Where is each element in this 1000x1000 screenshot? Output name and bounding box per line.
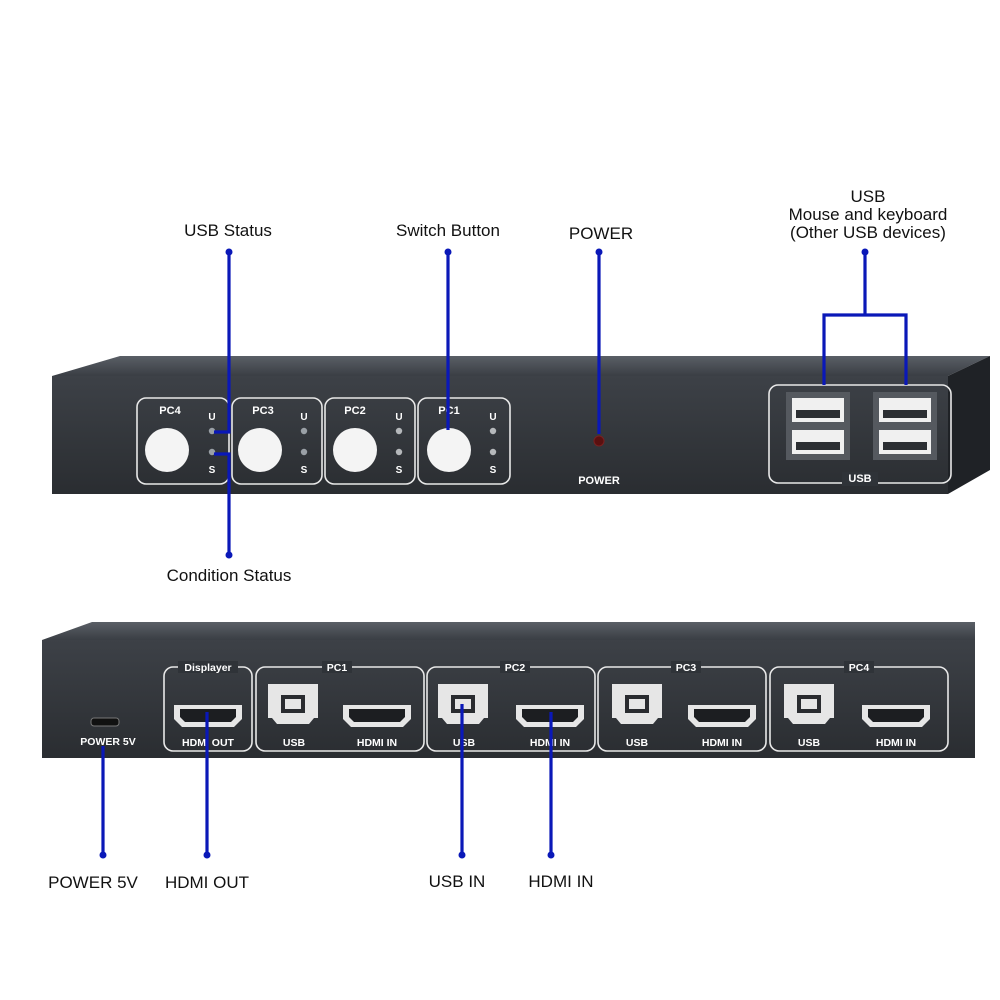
usb-ports-leader: [822, 313, 908, 385]
pc2-label: PC2: [344, 405, 365, 417]
front-device: PC4 U S PC3 U S PC2 U S PC1: [52, 356, 990, 494]
pc3-label: PC3: [252, 405, 273, 417]
pc2-led-u-label: U: [395, 412, 402, 423]
usb-ports-callout-line3: (Other USB devices): [790, 223, 946, 242]
displayer-label: Displayer: [184, 662, 231, 674]
usb-status-callout: USB Status: [184, 221, 272, 240]
pc4-module: PC4 U S: [136, 397, 230, 485]
rear-device: POWER 5V Displayer HDMI OUT PC1 USB HDMI…: [42, 622, 975, 758]
rear-pc3-group: PC3 USB HDMI IN: [597, 661, 767, 752]
pc1-usb-led: [489, 427, 497, 435]
rear-top-surface: [42, 622, 975, 640]
rear-pc2-label: PC2: [505, 662, 526, 674]
pc1-led-s-label: S: [490, 465, 497, 476]
pc2-switch-button[interactable]: [333, 428, 377, 472]
rear-pc4-hdmi-label: HDMI IN: [876, 737, 916, 749]
rear-pc3-hdmi-label: HDMI IN: [702, 737, 742, 749]
pc4-label: PC4: [159, 405, 181, 417]
pc3-status-led: [300, 448, 308, 456]
pc4-usb-led: [208, 427, 216, 435]
power-callout: POWER: [568, 224, 634, 243]
pc3-usb-led: [300, 427, 308, 435]
rear-pc4-usb-label: USB: [798, 737, 821, 749]
rear-pc4-label: PC4: [849, 662, 870, 674]
condition-status-callout: Condition Status: [166, 566, 292, 585]
pc4-led-s-label: S: [209, 465, 216, 476]
rear-pc2-usb-label: USB: [453, 737, 476, 749]
pc1-status-led: [489, 448, 497, 456]
front-power-label: POWER: [578, 475, 620, 487]
pc1-switch-button[interactable]: [427, 428, 471, 472]
pc2-module: PC2 U S: [324, 397, 416, 485]
condition-status-leader: [214, 452, 231, 555]
pc4-status-led: [208, 448, 216, 456]
pc1-led-u-label: U: [489, 412, 496, 423]
usb-status-leader: [214, 252, 231, 434]
rear-pc4-group: PC4 USB HDMI IN: [769, 661, 949, 752]
rear-pc1-label: PC1: [327, 662, 348, 674]
power-led: [593, 435, 605, 447]
rear-pc1-hdmi-label: HDMI IN: [357, 737, 397, 749]
leader-lines: [99, 248, 908, 859]
pc3-led-s-label: S: [301, 465, 308, 476]
pc2-usb-led: [395, 427, 403, 435]
rear-pc3-label: PC3: [676, 662, 697, 674]
front-side: [948, 356, 990, 494]
rear-power-5v-label: POWER 5V: [80, 736, 135, 748]
usb-ports-callout: USB Mouse and keyboard (Other USB device…: [770, 188, 966, 242]
usb-in-callout: USB IN: [428, 872, 486, 891]
pc3-switch-button[interactable]: [238, 428, 282, 472]
rear-pc3-usb-label: USB: [626, 737, 649, 749]
power-5v-port[interactable]: [90, 717, 120, 727]
power-5v-callout: POWER 5V: [48, 873, 138, 892]
rear-pc1-group: PC1 USB HDMI IN: [255, 661, 425, 752]
front-top-surface: [52, 356, 990, 376]
hdmi-out-callout: HDMI OUT: [164, 873, 250, 892]
pc4-led-u-label: U: [208, 412, 215, 423]
pc2-led-s-label: S: [396, 465, 403, 476]
pc3-module: PC3 U S: [231, 397, 323, 485]
pc3-led-u-label: U: [300, 412, 307, 423]
front-usb-block: USB: [768, 384, 952, 486]
hdmi-in-callout: HDMI IN: [528, 872, 594, 891]
usb-ports-callout-line1: USB: [850, 187, 886, 206]
rear-pc1-usb-label: USB: [283, 737, 306, 749]
pc4-switch-button[interactable]: [145, 428, 189, 472]
pc2-status-led: [395, 448, 403, 456]
front-usb-label: USB: [848, 473, 871, 485]
switch-button-callout: Switch Button: [396, 221, 500, 240]
usb-ports-callout-line2: Mouse and keyboard: [788, 205, 948, 224]
